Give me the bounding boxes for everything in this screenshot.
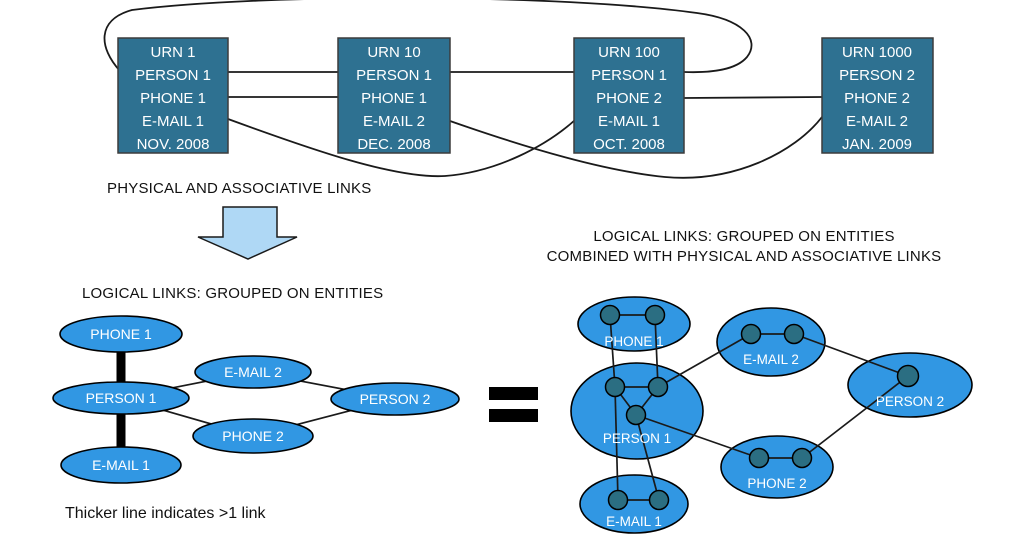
entity-phone1-label: PHONE 1 <box>90 326 152 342</box>
entity-person2 <box>330 382 460 416</box>
record-urn: URN 1 <box>150 44 195 61</box>
link-email2-urn10-urn1000 <box>449 116 823 179</box>
entity-phone2 <box>192 418 314 454</box>
thicker-line-note: Thicker line indicates >1 link <box>65 505 266 522</box>
link-phone1-person1-right <box>654 314 659 388</box>
link-phone2-urn100-urn1000 <box>683 96 823 99</box>
logical-links-heading-right-line1: LOGICAL LINKS: GROUPED ON ENTITIES <box>593 228 895 245</box>
record-box-urn-1: URN 1 PERSON 1 PHONE 1 E-MAIL 1 NOV. 200… <box>117 37 229 154</box>
record-dot <box>740 323 762 345</box>
combined-record-dots <box>599 304 920 511</box>
entity-phone1 <box>59 315 183 353</box>
record-phone: PHONE 2 <box>844 90 910 107</box>
physical-links-layer <box>103 0 823 179</box>
equals-bar-bottom <box>489 409 538 422</box>
entity-person1-label: PERSON 1 <box>86 390 157 406</box>
record-dot <box>783 323 805 345</box>
down-arrow-icon <box>197 206 298 260</box>
grouped-entities: PHONE 1 PERSON 1 E-MAIL 1 E-MAIL 2 PHONE… <box>52 315 460 484</box>
record-dot <box>599 304 621 326</box>
record-phone: PHONE 2 <box>596 90 662 107</box>
logical-links-heading-right: LOGICAL LINKS: GROUPED ON ENTITIES COMBI… <box>474 227 1014 267</box>
logical-links-heading-left: LOGICAL LINKS: GROUPED ON ENTITIES <box>82 285 384 302</box>
entity-email1-label: E-MAIL 1 <box>92 457 150 473</box>
entity-email2-label: E-MAIL 2 <box>743 352 799 367</box>
logical-links-heading-right-line2: COMBINED WITH PHYSICAL AND ASSOCIATIVE L… <box>546 248 942 265</box>
record-dot <box>607 489 629 511</box>
link-person1-email2 <box>657 333 752 388</box>
record-dot <box>648 489 670 511</box>
entity-phone2-label: PHONE 2 <box>222 428 284 444</box>
record-urn: URN 10 <box>367 44 420 61</box>
record-box-urn-1000: URN 1000 PERSON 2 PHONE 2 E-MAIL 2 JAN. … <box>821 37 934 154</box>
record-dot <box>644 304 666 326</box>
record-date: OCT. 2008 <box>593 136 665 153</box>
record-dot <box>604 376 626 398</box>
record-box-rect <box>573 37 685 154</box>
link-person1-phone2 <box>635 414 760 459</box>
record-email: E-MAIL 2 <box>846 113 908 130</box>
record-urn: URN 100 <box>598 44 660 61</box>
link-person1-email1-right <box>635 414 660 501</box>
record-box-urn-10: URN 10 PERSON 1 PHONE 1 E-MAIL 2 DEC. 20… <box>337 37 451 154</box>
equals-icon <box>489 387 538 422</box>
entity-person1-label: PERSON 1 <box>603 431 671 446</box>
record-person: PERSON 1 <box>591 67 667 84</box>
record-urn: URN 1000 <box>842 44 912 61</box>
link-phone1-person1-left <box>609 314 616 388</box>
record-dot <box>647 376 669 398</box>
link-person1-email1-left <box>614 386 619 501</box>
entity-phone1-label: PHONE 1 <box>604 334 663 349</box>
entity-email1 <box>579 474 689 534</box>
record-date: DEC. 2008 <box>357 136 430 153</box>
record-box-urn-100: URN 100 PERSON 1 PHONE 2 E-MAIL 1 OCT. 2… <box>573 37 685 154</box>
record-email: E-MAIL 2 <box>363 113 425 130</box>
entity-email2 <box>194 355 312 389</box>
entity-person2-label: PERSON 2 <box>876 394 944 409</box>
link-arc-person1-urn1-urn100 <box>103 0 753 74</box>
record-date: NOV. 2008 <box>137 136 210 153</box>
equals-bar-top <box>489 387 538 400</box>
record-dot <box>896 364 920 388</box>
entity-email1-label: E-MAIL 1 <box>606 514 662 529</box>
record-box-rect <box>117 37 229 154</box>
physical-links-heading: PHYSICAL AND ASSOCIATIVE LINKS <box>107 180 372 197</box>
record-dot <box>625 404 647 426</box>
record-person: PERSON 1 <box>135 67 211 84</box>
entity-email2-label: E-MAIL 2 <box>224 364 282 380</box>
link-email2-person2 <box>793 333 909 377</box>
record-email: E-MAIL 1 <box>142 113 204 130</box>
record-email: E-MAIL 1 <box>598 113 660 130</box>
entity-person1 <box>52 381 190 415</box>
link-email1-urn1-urn100 <box>227 118 576 178</box>
entity-email1 <box>60 446 182 484</box>
record-dot <box>748 447 770 469</box>
entity-person2-label: PERSON 2 <box>360 391 431 407</box>
link-phone2-person2 <box>801 375 909 459</box>
entity-phone2-label: PHONE 2 <box>747 476 806 491</box>
record-phone: PHONE 1 <box>361 90 427 107</box>
record-box-rect <box>821 37 934 154</box>
record-date: JAN. 2009 <box>842 136 912 153</box>
record-phone: PHONE 1 <box>140 90 206 107</box>
record-person: PERSON 1 <box>356 67 432 84</box>
record-person: PERSON 2 <box>839 67 915 84</box>
combined-entity-labels: PHONE 1 E-MAIL 2 PERSON 2 PERSON 1 PHONE… <box>603 334 944 529</box>
record-box-rect <box>337 37 451 154</box>
record-dot <box>791 447 813 469</box>
